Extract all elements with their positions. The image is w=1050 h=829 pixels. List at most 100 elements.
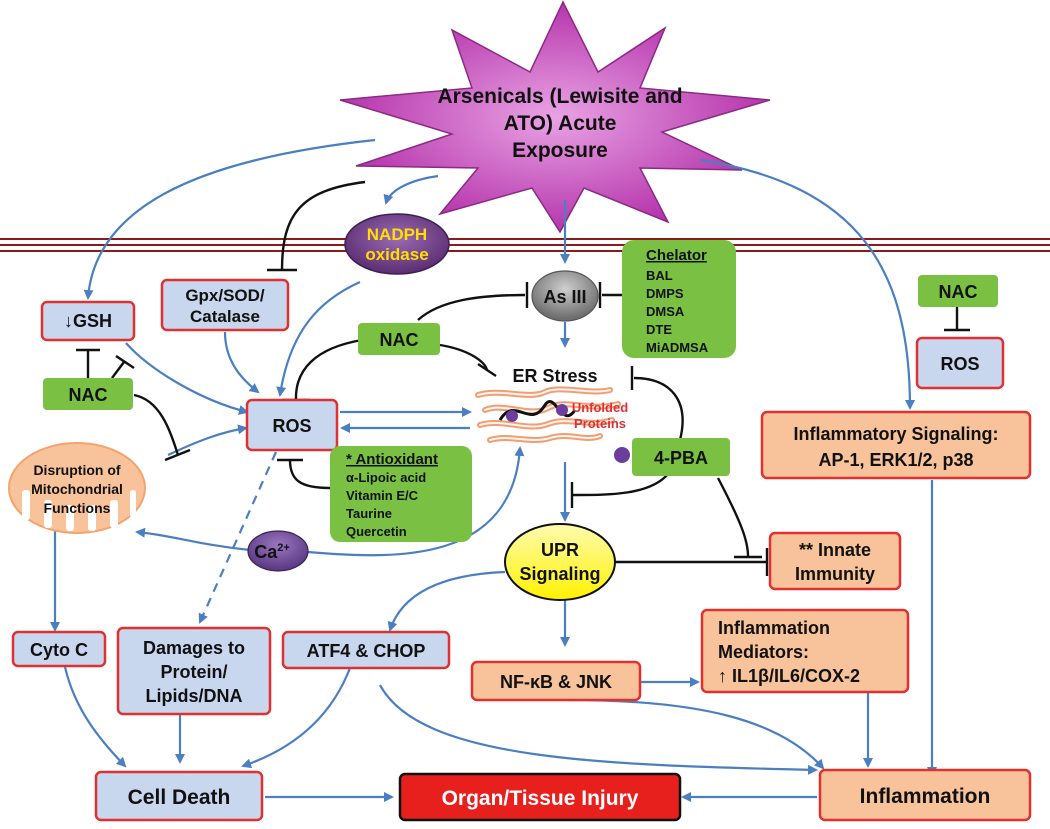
- damages-box: Damages to Protein/ Lipids/DNA: [116, 626, 272, 716]
- inflammation-box: Inflammation: [818, 768, 1032, 822]
- innate-line2: Immunity: [795, 564, 875, 584]
- svg-text:Ca2+: Ca2+: [254, 542, 290, 562]
- inhibit-pba-innate: [716, 477, 750, 557]
- chelator-item-dmps: DMPS: [646, 286, 684, 301]
- gpx-line1: Gpx/SOD/: [185, 286, 265, 305]
- inflam-signal-line2: AP-1, ERK1/2, p38: [818, 450, 973, 470]
- arrow-ca-er: [307, 446, 525, 557]
- inflammatory-signaling-box: Inflammatory Signaling: AP-1, ERK1/2, p3…: [760, 410, 1032, 480]
- atf4-chop-box: ATF4 & CHOP: [281, 630, 451, 670]
- arrow-gpx-ros: [223, 331, 260, 394]
- cyto-c-box: Cyto C: [11, 630, 107, 668]
- inhibit-pba-upr: [572, 473, 669, 497]
- antioxidant-item-lipoic: α-Lipoic acid: [346, 470, 426, 485]
- chelator-box: Chelator BAL DMPS DMSA DTE MiADMSA: [622, 240, 736, 358]
- as3-label: As III: [543, 287, 586, 307]
- nac-center-label: NAC: [380, 330, 419, 350]
- exposure-line1: Arsenicals (Lewisite and: [437, 85, 682, 108]
- ros-center-label: ROS: [272, 416, 311, 436]
- arsenic-iii: As III: [531, 270, 599, 322]
- gsh-label: ↓GSH: [64, 311, 112, 331]
- calcium-base: Ca: [254, 542, 278, 562]
- antioxidant-item-quercetin: Quercetin: [346, 524, 407, 539]
- upr-signaling: UPR Signaling: [504, 523, 616, 601]
- unfolded-line1: Unfolded: [572, 400, 628, 415]
- mito-line1: Disruption of: [33, 462, 120, 478]
- arrow-exposure-nadph: [383, 174, 439, 205]
- inflammation-mediators-box: Inflammation Mediators: ↑ IL1β/IL6/COX-2: [700, 608, 910, 694]
- calcium-sup: 2+: [277, 542, 290, 554]
- upr-line2: Signaling: [520, 564, 601, 584]
- inhibit-pba-er: [633, 376, 684, 441]
- nac-right: NAC: [918, 275, 998, 307]
- arrow-upr-atf4: [387, 570, 506, 632]
- damages-line2: Protein/: [160, 662, 227, 682]
- ros-right: ROS: [915, 336, 1005, 390]
- innate-immunity-box: ** Innate Immunity: [768, 531, 902, 591]
- arrow-nadph-ros: [276, 280, 361, 397]
- antioxidant-box: * Antioxidant α-Lipoic acid Vitamin E/C …: [330, 446, 472, 542]
- pba-label: 4-PBA: [654, 448, 708, 468]
- ros-right-label: ROS: [940, 354, 979, 374]
- nac-left: NAC: [43, 378, 133, 410]
- arrow-nfkb-inflammation: [567, 698, 825, 770]
- arrow-exposure-gsh: [83, 138, 376, 300]
- nfkb-jnk-box: NF-κB & JNK: [470, 660, 642, 702]
- mediators-line1: Inflammation: [718, 618, 830, 638]
- arrow-atf4-inflammation: [379, 684, 818, 775]
- innate-line1: ** Innate: [799, 540, 871, 560]
- exposure-line2: ATO) Acute: [504, 112, 617, 135]
- arrow-mito-ros: [167, 424, 248, 456]
- atf4-label: ATF4 & CHOP: [307, 641, 426, 661]
- inflam-signal-line1: Inflammatory Signaling:: [793, 424, 998, 444]
- er-stress-label: ER Stress: [512, 366, 597, 386]
- chelator-item-miadmsa: MiADMSA: [646, 340, 709, 355]
- chelator-title: Chelator: [646, 247, 707, 264]
- damages-line3: Lipids/DNA: [146, 686, 243, 706]
- mitochondria: Disruption of Mitochondrial Functions: [8, 442, 146, 534]
- arrow-ca-mito: [135, 527, 251, 552]
- inhibit-nac-gsh-2: [111, 361, 125, 379]
- gpx-line2: Catalase: [190, 307, 260, 326]
- antioxidant-item-taurine: Taurine: [346, 506, 392, 521]
- mito-line2: Mitochondrial: [31, 481, 123, 497]
- inhibit-exposure-gpx: [280, 180, 366, 271]
- ros-center: ROS: [245, 398, 339, 452]
- unfolded-line2: Proteins: [574, 416, 626, 431]
- inhibit-nac-er: [439, 343, 489, 371]
- inflammation-label: Inflammation: [860, 785, 991, 808]
- nadph-line1: NADPH: [367, 225, 427, 244]
- inhibit-antioxidant-ros: [288, 459, 331, 490]
- arrow-atf4-celldeath: [241, 667, 352, 769]
- organ-tissue-injury-box: Organ/Tissue Injury: [398, 772, 682, 822]
- exposure-line3: Exposure: [512, 139, 608, 162]
- nfkb-label: NF-κB & JNK: [500, 672, 612, 692]
- inhibition-lines: [76, 180, 970, 576]
- inhibit-nac-as3: [417, 293, 526, 321]
- antioxidant-title: * Antioxidant: [346, 451, 438, 468]
- antioxidant-item-vitamin: Vitamin E/C: [346, 488, 419, 503]
- arrow-gsh-ros: [125, 342, 249, 415]
- nadph-line2: oxidase: [365, 245, 428, 264]
- cytoc-label: Cyto C: [30, 640, 88, 660]
- damages-line1: Damages to: [143, 638, 245, 658]
- upr-line1: UPR: [541, 540, 579, 560]
- calcium-ion: Ca2+: [247, 530, 309, 572]
- arrow-cytoc-celldeath: [63, 666, 127, 768]
- mediators-line2: Mediators:: [718, 642, 809, 662]
- chelator-item-dte: DTE: [646, 322, 672, 337]
- mito-line3: Functions: [44, 500, 111, 516]
- er-stress-illustration: ER Stress Unfolded Proteins: [475, 366, 630, 463]
- mediators-line3: ↑ IL1β/IL6/COX-2: [718, 666, 860, 686]
- arsenical-exposure-star: Arsenicals (Lewisite and ATO) Acute Expo…: [339, 0, 771, 234]
- arrow-exposure-inflam-signaling: [699, 158, 915, 410]
- cell-death-label: Cell Death: [128, 786, 231, 809]
- chelator-item-bal: BAL: [646, 268, 673, 283]
- injury-label: Organ/Tissue Injury: [442, 787, 639, 810]
- cell-membrane: [0, 238, 1050, 252]
- inhibit-nac-mito: [133, 393, 180, 456]
- cell-death-box: Cell Death: [94, 770, 264, 822]
- nac-center: NAC: [358, 323, 440, 355]
- nac-left-label: NAC: [69, 385, 108, 405]
